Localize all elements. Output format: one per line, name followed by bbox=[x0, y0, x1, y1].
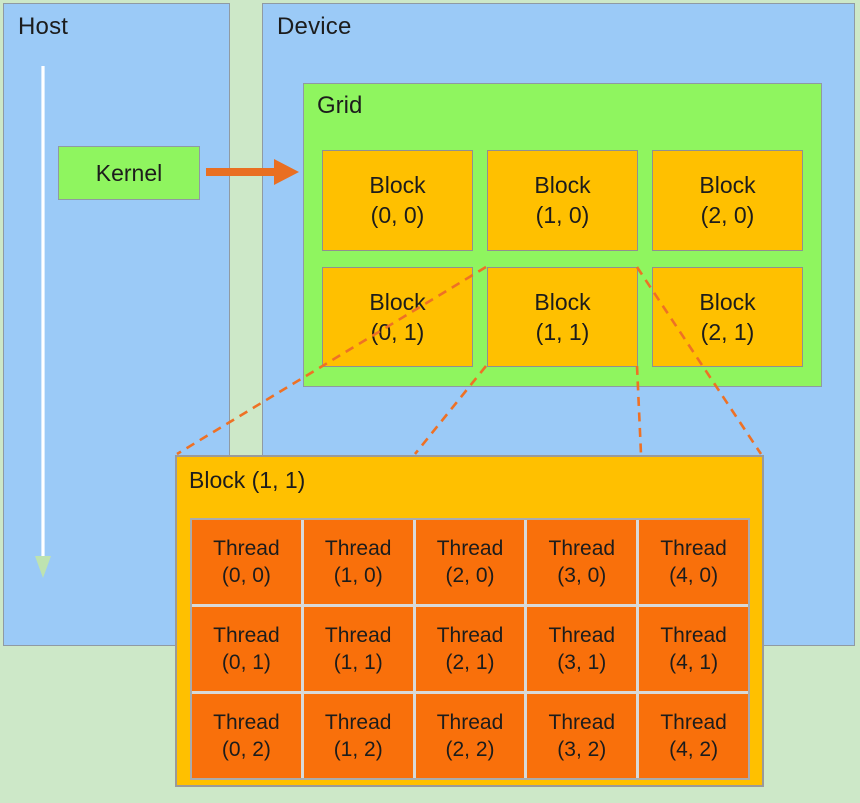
thread-2-1: Thread (2, 1) bbox=[415, 607, 525, 691]
block-name: Block bbox=[369, 288, 426, 315]
thread-name: Thread bbox=[213, 711, 280, 734]
block-name: Block bbox=[534, 172, 591, 199]
block-name: Block bbox=[534, 288, 591, 315]
thread-index: (1, 1) bbox=[333, 651, 383, 674]
thread-name: Thread bbox=[660, 711, 727, 734]
thread-index: (4, 1) bbox=[669, 651, 719, 674]
block-name: Block bbox=[699, 288, 756, 315]
device-label: Device bbox=[277, 13, 352, 40]
host-label: Host bbox=[18, 13, 69, 40]
blocks-area: Block (0, 0) Block (1, 0) Block (2, 0) B… bbox=[322, 150, 803, 367]
thread-index: (2, 2) bbox=[445, 738, 495, 761]
thread-index: (3, 1) bbox=[557, 651, 607, 674]
grid-box: Grid Block (0, 0) Block (1, 0) Block (2,… bbox=[303, 83, 822, 387]
block-0-0: Block (0, 0) bbox=[322, 150, 473, 251]
thread-2-0: Thread (2, 0) bbox=[415, 520, 525, 604]
block-index: (2, 1) bbox=[700, 318, 755, 345]
thread-name: Thread bbox=[548, 711, 616, 734]
thread-name: Thread bbox=[548, 537, 616, 560]
thread-index: (3, 2) bbox=[557, 738, 607, 761]
thread-index: (4, 2) bbox=[669, 738, 719, 761]
thread-index: (2, 0) bbox=[445, 564, 495, 587]
block-index: (0, 0) bbox=[370, 202, 425, 229]
block-name: Block bbox=[699, 172, 756, 199]
thread-index: (0, 1) bbox=[221, 651, 271, 674]
thread-0-1: Thread (0, 1) bbox=[192, 607, 301, 691]
block-2-0: Block (2, 0) bbox=[652, 150, 803, 251]
block-index: (0, 1) bbox=[370, 318, 425, 345]
thread-name: Thread bbox=[213, 537, 280, 560]
thread-2-2: Thread (2, 2) bbox=[415, 694, 525, 778]
thread-index: (4, 0) bbox=[669, 564, 719, 587]
kernel-box: Kernel bbox=[58, 146, 200, 200]
block-0-1: Block (0, 1) bbox=[322, 266, 473, 367]
thread-index: (0, 0) bbox=[221, 564, 271, 587]
thread-name: Thread bbox=[436, 711, 504, 734]
thread-index: (3, 0) bbox=[557, 564, 607, 587]
thread-name: Thread bbox=[324, 711, 392, 734]
thread-1-0: Thread (1, 0) bbox=[303, 520, 413, 604]
thread-3-2: Thread (3, 2) bbox=[527, 694, 637, 778]
thread-index: (1, 0) bbox=[333, 564, 383, 587]
block-2-1: Block (2, 1) bbox=[652, 266, 803, 367]
expanded-block-box: Block (1, 1) Thread (0, 0) Thread (1, 0)… bbox=[175, 455, 764, 787]
expanded-block-title: Block (1, 1) bbox=[189, 467, 306, 493]
thread-name: Thread bbox=[436, 537, 504, 560]
thread-0-2: Thread (0, 2) bbox=[192, 694, 301, 778]
kernel-label: Kernel bbox=[95, 159, 163, 186]
thread-index: (0, 2) bbox=[221, 738, 271, 761]
thread-name: Thread bbox=[324, 537, 392, 560]
thread-table: Thread (0, 0) Thread (1, 0) Thread (2, 0… bbox=[190, 518, 750, 780]
block-name: Block bbox=[369, 172, 426, 199]
thread-3-0: Thread (3, 0) bbox=[527, 520, 637, 604]
thread-3-1: Thread (3, 1) bbox=[527, 607, 637, 691]
thread-name: Thread bbox=[548, 624, 616, 647]
block-index: (1, 0) bbox=[535, 202, 590, 229]
thread-0-0: Thread (0, 0) bbox=[192, 520, 301, 604]
thread-index: (2, 1) bbox=[445, 651, 495, 674]
thread-name: Thread bbox=[660, 624, 727, 647]
block-index: (2, 0) bbox=[700, 202, 755, 229]
thread-1-1: Thread (1, 1) bbox=[303, 607, 413, 691]
thread-1-2: Thread (1, 2) bbox=[303, 694, 413, 778]
thread-4-2: Thread (4, 2) bbox=[639, 694, 748, 778]
thread-name: Thread bbox=[213, 624, 280, 647]
thread-name: Thread bbox=[324, 624, 392, 647]
grid-label: Grid bbox=[317, 92, 363, 119]
thread-name: Thread bbox=[660, 537, 727, 560]
thread-name: Thread bbox=[436, 624, 504, 647]
thread-index: (1, 2) bbox=[333, 738, 383, 761]
block-index: (1, 1) bbox=[535, 318, 590, 345]
block-1-1: Block (1, 1) bbox=[487, 266, 638, 367]
block-1-0: Block (1, 0) bbox=[487, 150, 638, 251]
thread-4-0: Thread (4, 0) bbox=[639, 520, 748, 604]
thread-4-1: Thread (4, 1) bbox=[639, 607, 748, 691]
